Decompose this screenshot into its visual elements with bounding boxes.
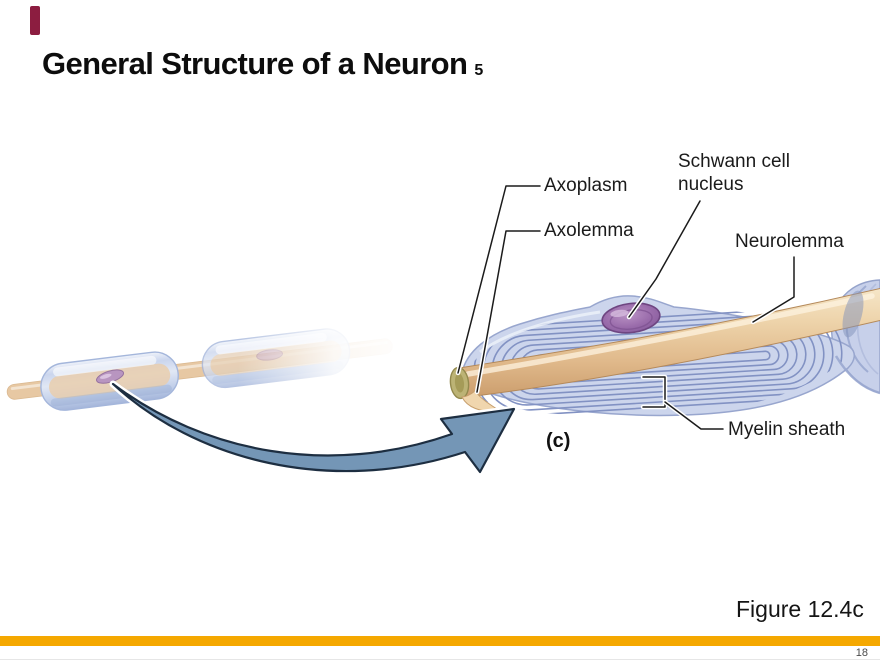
myelin-sheath-bracket [642, 376, 666, 408]
label-schwann-line2: nucleus [678, 174, 744, 195]
enlargement-arrow [109, 380, 518, 476]
slide-accent-mark [30, 6, 40, 35]
leader-line-axolemma [476, 230, 541, 393]
page-title: General Structure of a Neuron [42, 46, 468, 81]
label-schwann-line1: Schwann cell [678, 151, 790, 172]
ghost-fade-overlay [238, 310, 413, 418]
leader-line-schwann-nucleus [628, 200, 701, 318]
footer-accent-bar [0, 636, 880, 646]
label-schwann-cell-nucleus: Schwann cell nucleus [678, 150, 790, 196]
leader-lines [455, 183, 797, 432]
funnel-entry-shadow [842, 290, 864, 338]
leader-line-axoplasm [457, 185, 541, 374]
label-axoplasm: Axoplasm [544, 175, 628, 196]
label-axolemma: Axolemma [544, 220, 634, 241]
panel-label: (c) [546, 430, 571, 452]
label-myelin-sheath: Myelin sheath [728, 419, 846, 440]
ghost-internode-1 [40, 351, 179, 411]
label-neurolemma: Neurolemma [735, 231, 844, 252]
figure-caption: Figure 12.4c [736, 596, 864, 622]
leader-line-myelin-sheath [664, 401, 724, 430]
funnel-front-lip [834, 355, 880, 395]
axon [449, 287, 880, 412]
axolemma-flap [461, 390, 502, 412]
page-number: 18 [855, 647, 868, 659]
slide-title-row: General Structure of a Neuron 5 [42, 46, 483, 82]
title-superscript: 5 [474, 62, 484, 79]
leader-line-neurolemma [752, 256, 795, 323]
